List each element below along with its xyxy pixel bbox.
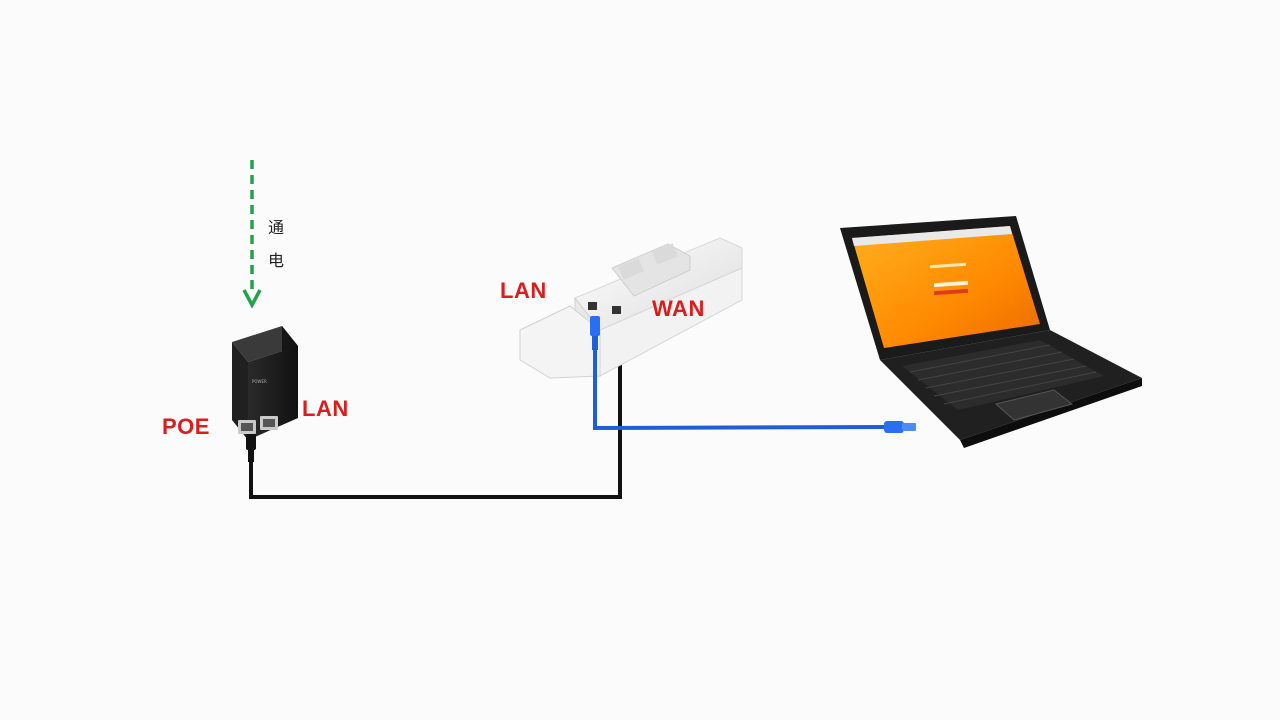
cpe-wan-label: WAN bbox=[652, 296, 705, 321]
power-arrow-icon bbox=[242, 160, 262, 309]
power-label-line1: 通 bbox=[268, 218, 285, 237]
poe-port-label: POE bbox=[162, 414, 210, 439]
power-label-line2: 电 bbox=[268, 251, 285, 270]
svg-text:POWER: POWER bbox=[252, 379, 267, 384]
outdoor-cpe-icon bbox=[519, 237, 743, 379]
poe-injector-icon: POWER bbox=[232, 326, 298, 440]
poe-lan-label: LAN bbox=[302, 396, 349, 421]
lan-cable bbox=[590, 316, 916, 433]
cpe-lan-label: LAN bbox=[500, 278, 547, 303]
laptop-icon bbox=[840, 216, 1142, 448]
